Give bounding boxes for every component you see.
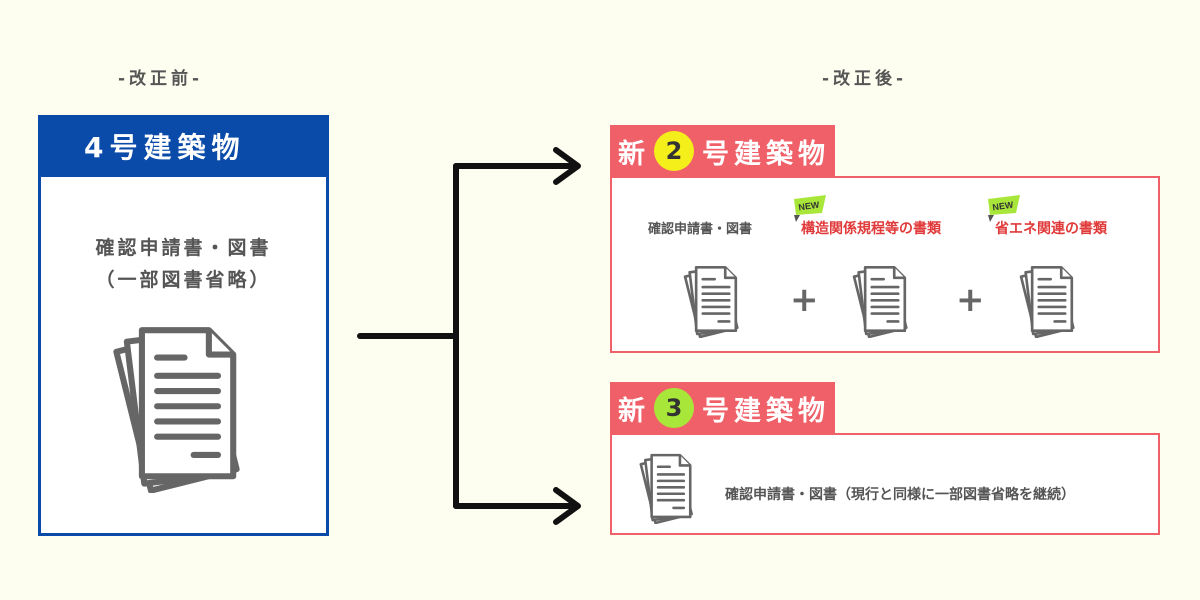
new3-suffix: 号建築物 (702, 395, 830, 427)
new3-prefix: 新 (618, 395, 650, 427)
svg-text:NEW: NEW (992, 200, 1015, 213)
arrow-right-icon (357, 147, 581, 525)
before-description: 確認申請書・図書 （一部図書省略） (38, 232, 329, 296)
new3-box (610, 433, 1160, 535)
before-header: 4号建築物 (38, 115, 329, 177)
document-stack-icon (1019, 265, 1075, 338)
after-section-label: -改正後- (822, 69, 908, 89)
document-stack-icon (639, 453, 693, 524)
new3-description: 確認申請書・図書（現行と同様に一部図書省略を継続） (725, 487, 1075, 503)
before-section-label: -改正前- (118, 69, 204, 89)
document-stack-icon (88, 318, 278, 493)
new-badge-icon: NEW (794, 195, 826, 222)
new3-number: 3 (654, 388, 694, 428)
svg-text:NEW: NEW (798, 200, 821, 213)
new2-suffix: 号建築物 (702, 138, 830, 170)
new3-header: 新 3 号建築物 (610, 382, 835, 434)
plus-sign: + (790, 280, 819, 320)
new2-item-2-label: 構造関係規程等の書類 (801, 221, 941, 237)
document-stack-icon (852, 265, 908, 338)
before-text-line2: （一部図書省略） (95, 269, 272, 291)
before-text-line1: 確認申請書・図書 (95, 237, 272, 259)
new2-number: 2 (654, 131, 694, 171)
new2-header: 新 2 号建築物 (610, 125, 835, 177)
new2-prefix: 新 (618, 138, 650, 170)
plus-sign: + (956, 280, 985, 320)
new2-item-1-label: 確認申請書・図書 (648, 222, 753, 237)
new-badge-icon: NEW (988, 195, 1020, 222)
new2-item-3-label: 省エネ関連の書類 (995, 221, 1107, 237)
document-stack-icon (683, 265, 739, 338)
